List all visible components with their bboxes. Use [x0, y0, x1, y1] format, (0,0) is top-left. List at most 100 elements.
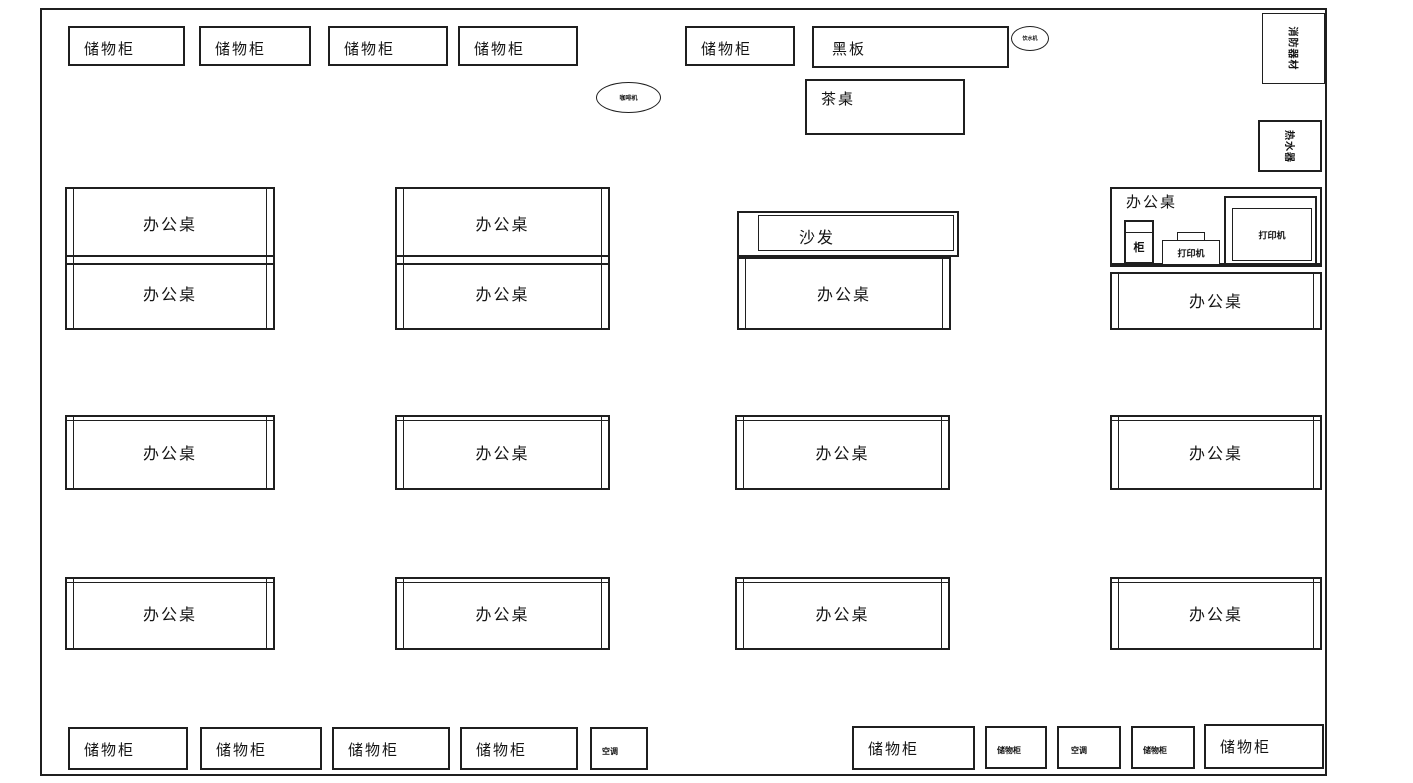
desk-edge-line	[941, 417, 942, 488]
desk-top-line	[397, 420, 608, 421]
desk-top-line	[67, 582, 273, 583]
desk-edge-line	[266, 579, 267, 648]
desk-top-line	[397, 582, 608, 583]
desk-edge-line	[403, 417, 404, 488]
storage-cabinet: 储物柜	[852, 726, 975, 770]
desk-edge-line	[73, 579, 74, 648]
fire-equipment-box: 消防器材	[1262, 13, 1325, 84]
storage-cabinet: 储物柜	[200, 727, 322, 770]
desk-label: 办公桌	[816, 286, 871, 304]
desk-pair: 办公桌 办公桌	[65, 187, 275, 330]
desk-edge-line	[601, 579, 602, 648]
desk-label: 办公桌	[475, 217, 530, 234]
small-cabinet: 柜	[1124, 220, 1154, 264]
desk-edge-line	[743, 417, 744, 488]
sofa-outline: 沙发	[737, 211, 959, 257]
storage-cabinet: 储物柜	[460, 727, 578, 770]
desk-label: 办公桌	[1126, 195, 1178, 211]
water-dispenser-label: 饮水机	[1022, 37, 1038, 42]
desk-edge-line	[743, 579, 744, 648]
storage-cabinet-label: 储物柜	[344, 42, 396, 58]
storage-cabinet-label: 储物柜	[701, 42, 753, 58]
printer-label: 打印机	[1177, 248, 1205, 258]
desk-label: 办公桌	[1188, 293, 1243, 311]
desk-edge-line	[1118, 274, 1119, 328]
storage-cabinet: 储物柜	[199, 26, 311, 66]
desk-edge-line	[1118, 417, 1119, 488]
storage-cabinet-label: 储物柜	[1220, 740, 1272, 756]
fire-equipment-label: 消防器材	[1286, 26, 1297, 71]
storage-cabinet-label: 储物柜	[476, 743, 528, 759]
office-desk: 办公桌	[737, 257, 951, 330]
desk-top-line	[1112, 582, 1320, 583]
desk-divider-line	[395, 255, 610, 265]
office-desk: 办公桌	[395, 415, 610, 490]
desk-top-line	[67, 420, 273, 421]
office-desk: 办公桌	[735, 577, 950, 650]
desk-edge-line	[73, 417, 74, 488]
water-heater-box: 热水器	[1258, 120, 1322, 172]
storage-cabinet: 储物柜	[1204, 724, 1324, 769]
storage-cabinet-label: 储物柜	[868, 742, 920, 758]
printer: 打印机	[1162, 240, 1220, 265]
water-dispenser-oval: 饮水机	[1011, 26, 1049, 51]
tea-table: 茶桌	[805, 79, 965, 135]
desk-edge-line	[601, 189, 602, 328]
desk-edge-line	[601, 417, 602, 488]
office-desk: 办公桌	[1110, 272, 1322, 330]
air-conditioner: 空调	[590, 727, 648, 770]
desk-label: 办公桌	[142, 287, 197, 304]
printer-label: 打印机	[1258, 230, 1286, 240]
office-desk: 办公桌	[395, 577, 610, 650]
air-conditioner: 空调	[1057, 726, 1121, 769]
blackboard-label: 黑板	[832, 42, 867, 58]
small-cabinet-divider	[1126, 232, 1152, 233]
room-outline	[40, 8, 1327, 776]
desk-edge-line	[73, 189, 74, 328]
air-conditioner-label: 空调	[602, 747, 618, 756]
office-desk: 办公桌	[1110, 415, 1322, 490]
desk-edge-line	[1313, 274, 1314, 328]
office-desk: 办公桌	[1110, 577, 1322, 650]
desk-label: 办公桌	[815, 606, 870, 624]
desk-top-line	[1112, 420, 1320, 421]
desk-label: 办公桌	[475, 606, 530, 624]
storage-cabinet: 储物柜	[1131, 726, 1195, 769]
storage-cabinet-label: 储物柜	[1143, 746, 1167, 755]
desk-edge-line	[745, 259, 746, 328]
desk-label: 办公桌	[815, 445, 870, 463]
office-desk: 办公桌	[65, 415, 275, 490]
storage-cabinet-label: 储物柜	[474, 42, 526, 58]
office-desk: 办公桌	[735, 415, 950, 490]
desk-edge-line	[1118, 579, 1119, 648]
desk-label: 办公桌	[142, 445, 197, 463]
desk-divider-line	[65, 255, 275, 265]
desk-label: 办公桌	[142, 217, 197, 234]
storage-cabinet: 储物柜	[68, 26, 185, 66]
desk-edge-line	[403, 189, 404, 328]
water-heater-label: 热水器	[1282, 129, 1294, 163]
blackboard: 黑板	[812, 26, 1009, 68]
storage-cabinet: 储物柜	[985, 726, 1047, 769]
storage-cabinet-label: 储物柜	[215, 42, 267, 58]
storage-cabinet-label: 储物柜	[216, 743, 268, 759]
desk-edge-line	[942, 259, 943, 328]
storage-cabinet: 储物柜	[458, 26, 578, 66]
desk-top-line	[737, 582, 948, 583]
desk-label: 办公桌	[1188, 445, 1243, 463]
desk-edge-line	[266, 417, 267, 488]
storage-cabinet: 储物柜	[68, 727, 188, 770]
desk-label: 办公桌	[1188, 606, 1243, 624]
printer: 打印机	[1224, 196, 1317, 265]
coffee-machine-oval: 咖啡机	[596, 82, 661, 113]
desk-edge-line	[1313, 579, 1314, 648]
small-cabinet-label: 柜	[1133, 242, 1145, 254]
desk-edge-line	[941, 579, 942, 648]
coffee-machine-label: 咖啡机	[619, 96, 638, 102]
desk-pair: 办公桌 办公桌	[395, 187, 610, 330]
storage-cabinet: 储物柜	[332, 727, 450, 770]
storage-cabinet-label: 储物柜	[84, 42, 136, 58]
desk-label: 办公桌	[475, 287, 530, 304]
desk-printer-group: 办公桌 柜 打印机 打印机 办公桌	[1110, 187, 1322, 330]
